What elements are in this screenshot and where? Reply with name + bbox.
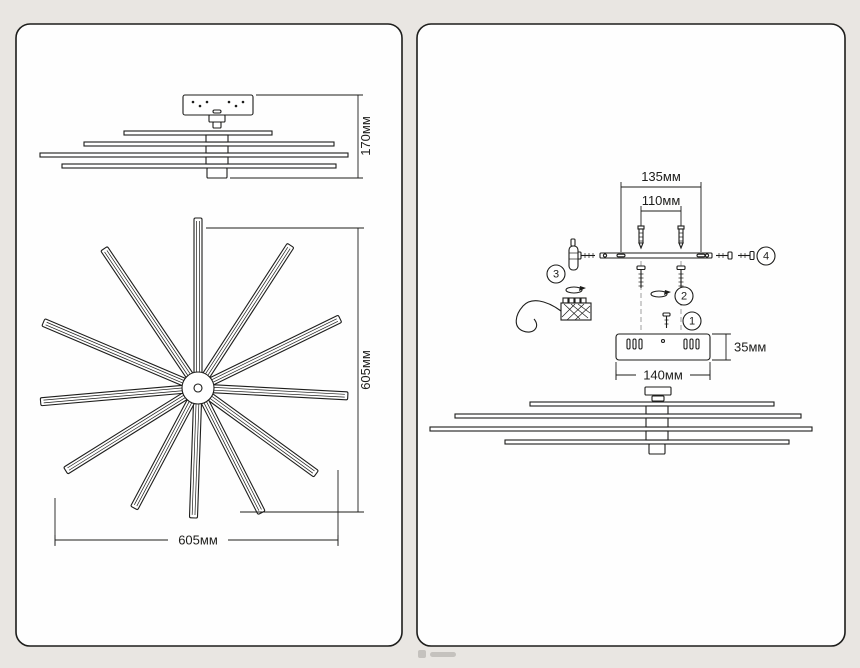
canopy-width-dimension: 140мм (615, 362, 711, 383)
canopy-width-label: 140мм (643, 368, 683, 383)
wall-anchor (677, 225, 685, 250)
small-screw (662, 312, 671, 328)
canopy-height-dimension: 35мм (712, 333, 766, 361)
anchor-spacing-label: 110мм (642, 193, 681, 208)
bracket-holes-label: 135мм (641, 169, 681, 184)
side-view-height-label: 170мм (358, 116, 373, 156)
canopy (615, 333, 711, 361)
mounting-plate (182, 94, 254, 116)
side-view-arms (39, 130, 349, 179)
rotation-arrow (565, 286, 586, 294)
light-arm (188, 397, 203, 519)
left-panel-frame (15, 23, 403, 647)
ceiling-light-side-view (39, 94, 349, 179)
callout-1: 1 (682, 311, 702, 331)
right-panel: 135мм 110мм (416, 23, 846, 647)
bracket-holes-dimension: 135мм (620, 169, 702, 252)
top-view-width-label: 605мм (178, 533, 218, 548)
power-wire (515, 300, 562, 333)
light-arm (63, 389, 192, 475)
wall-anchor (637, 225, 645, 250)
canopy-screw (676, 265, 686, 288)
canopy-height-label: 35мм (734, 340, 766, 355)
top-view-height-dimension: 605мм (206, 227, 373, 513)
callout-1-label: 1 (689, 316, 695, 328)
callout-3: 3 (546, 264, 566, 284)
anchor-spacing-dimension: 110мм (640, 193, 682, 226)
canopy-screw (636, 265, 646, 288)
ceiling-light-top-view (39, 217, 349, 519)
left-panel: 170мм (15, 23, 403, 647)
bracket-screw-right (716, 251, 733, 260)
top-view-width-dimension: 605мм (54, 470, 339, 548)
stem (208, 114, 226, 129)
driver-box (560, 297, 592, 321)
callout-screw (738, 250, 755, 261)
side-view-height-dimension: 170мм (230, 94, 373, 179)
light-arm (193, 217, 203, 379)
mounting-bracket (599, 252, 713, 259)
callout-3-label: 3 (553, 269, 559, 281)
callout-4-label: 4 (763, 251, 769, 263)
center-hub (181, 371, 215, 405)
watermark-logo (418, 650, 456, 658)
rotation-arrow (650, 290, 671, 298)
ceiling-light-side-view-assembled (429, 386, 813, 455)
callout-2-label: 2 (681, 291, 687, 303)
callout-2: 2 (674, 286, 694, 306)
wire-connector (568, 238, 579, 271)
top-view-height-label: 605мм (358, 350, 373, 390)
installation-exploded-view: 135мм 110мм (515, 169, 776, 383)
callout-4: 4 (756, 246, 776, 266)
